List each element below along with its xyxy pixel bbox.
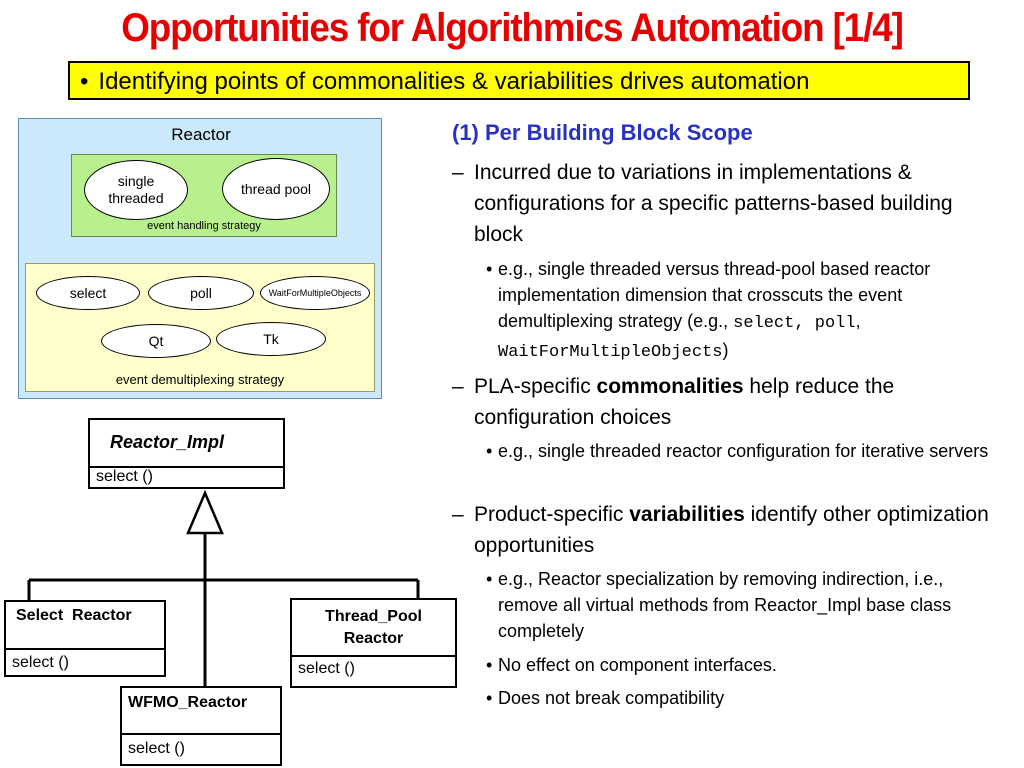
thread-pool-reactor-op: select (): [298, 660, 355, 677]
thread-pool-reactor-separator: [292, 655, 455, 657]
bullet-item-4-text: No effect on component interfaces.: [498, 655, 777, 675]
subtitle-banner: • Identifying points of commonalities & v…: [68, 61, 970, 100]
option-single-threaded: single threaded: [84, 160, 188, 220]
thread-pool-reactor-name-line2: Reactor: [343, 630, 404, 647]
select-reactor-name: Select Reactor: [16, 607, 132, 624]
dash-marker: –: [452, 375, 464, 398]
bullet-item-2-text: e.g., single threaded reactor configurat…: [498, 441, 989, 461]
dash-item-3-text: Product-specific variabilities identify …: [474, 503, 989, 557]
bullet-item-1-text: e.g., single threaded versus thread-pool…: [498, 259, 931, 362]
option-select: select: [36, 276, 140, 310]
bullet-item-5-text: Does not break compatibility: [498, 688, 725, 708]
option-qt: Qt: [101, 324, 211, 358]
bullet-marker: •: [486, 259, 493, 279]
select-reactor-separator: [6, 648, 164, 650]
dash-item-1-text: Incurred due to variations in implementa…: [474, 161, 953, 246]
wfmo-reactor-class: WFMO_Reactor select (): [120, 686, 282, 766]
option-tk-label: Tk: [263, 330, 279, 347]
subtitle-bullet-icon: •: [80, 68, 89, 95]
reactor-diagram: Reactor single threaded thread pool even…: [18, 118, 382, 399]
option-single-threaded-label: single threaded: [108, 173, 164, 206]
option-waitformultipleobjects-label: WaitForMultipleObjects: [268, 287, 362, 298]
reactor-impl-class: Reactor_Impl select (): [88, 418, 285, 489]
inheritance-triangle-icon: [186, 489, 224, 535]
option-thread-pool-label: thread pool: [240, 180, 312, 197]
reactor-impl-separator: [90, 466, 283, 468]
option-thread-pool: thread pool: [222, 158, 330, 220]
bullet-marker: •: [486, 441, 493, 461]
event-handling-caption: event handling strategy: [147, 220, 261, 232]
wfmo-reactor-op: select (): [128, 740, 185, 757]
reactor-label: Reactor: [171, 125, 231, 144]
reactor-impl-name: Reactor_Impl: [110, 432, 225, 452]
bullet-marker: •: [486, 655, 493, 675]
thread-pool-reactor-name-line1: Thread_Pool: [325, 608, 422, 625]
option-tk: Tk: [216, 322, 326, 356]
subtitle-text: • Identifying points of commonalities & v…: [80, 68, 809, 96]
bullet-marker: •: [486, 569, 493, 589]
slide-title: Opportunities for Algorithmics Automatio…: [121, 6, 904, 50]
subtitle-label: Identifying points of commonalities & va…: [98, 68, 810, 95]
option-qt-label: Qt: [148, 332, 164, 349]
event-demultiplexing-strategy-box: select poll WaitForMultipleObjects Qt Tk…: [25, 263, 375, 392]
event-demux-caption: event demultiplexing strategy: [115, 372, 285, 387]
thread-pool-reactor-name: Thread_Pool Reactor: [292, 606, 455, 650]
event-handling-strategy-box: single threaded thread pool event handli…: [71, 154, 337, 237]
option-waitformultipleobjects: WaitForMultipleObjects: [260, 276, 370, 310]
dash-marker: –: [452, 503, 464, 526]
section-heading: (1) Per Building Block Scope: [452, 120, 753, 145]
wfmo-reactor-name: WFMO_Reactor: [128, 694, 248, 711]
thread-pool-reactor-class: Thread_Pool Reactor select (): [290, 598, 457, 688]
bullet-item-3-text: e.g., Reactor specialization by removing…: [498, 569, 952, 641]
option-select-label: select: [69, 284, 107, 301]
select-reactor-op: select (): [12, 654, 69, 671]
option-poll: poll: [148, 276, 254, 310]
option-poll-label: poll: [190, 284, 212, 301]
dash-marker: –: [452, 161, 464, 184]
dash-item-2-text: PLA-specific commonalities help reduce t…: [474, 375, 895, 429]
reactor-impl-op: select (): [96, 468, 153, 485]
select-reactor-class: Select Reactor select (): [4, 600, 166, 677]
bullet-marker: •: [486, 688, 493, 708]
wfmo-reactor-separator: [122, 733, 280, 735]
